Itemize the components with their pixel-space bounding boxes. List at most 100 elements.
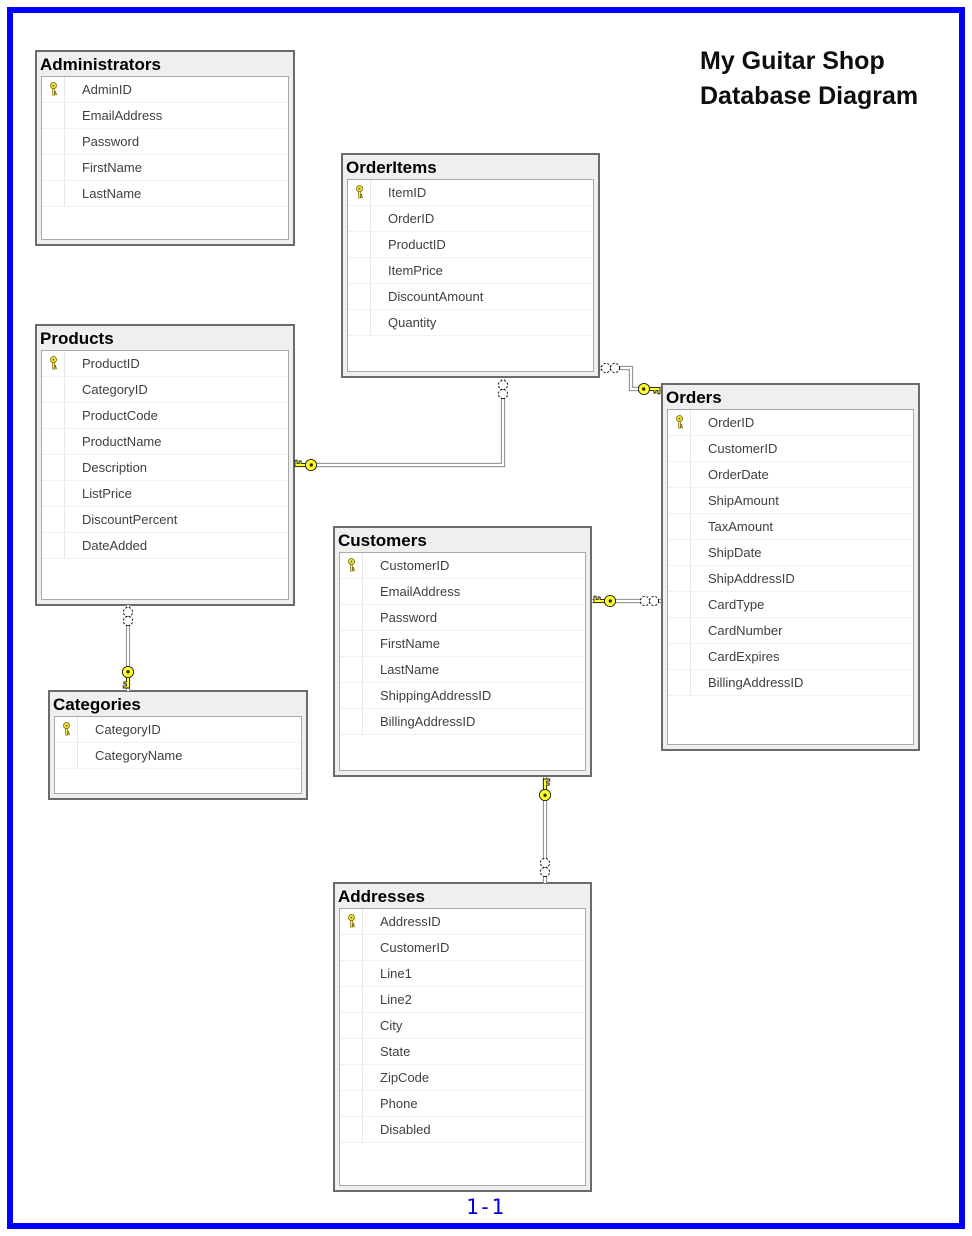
key-cell <box>668 644 691 669</box>
column-name: ShipAmount <box>708 493 779 508</box>
column-name: Quantity <box>388 315 437 330</box>
column-name: EmailAddress <box>380 584 461 599</box>
table-row: ProductID <box>42 351 288 377</box>
key-cell <box>42 129 65 154</box>
column-name: ShipAddressID <box>708 571 795 586</box>
table-title: Products <box>40 329 114 348</box>
table-row: ProductCode <box>42 403 288 429</box>
table-row: AddressID <box>340 909 585 935</box>
key-one-end-icon <box>637 382 661 396</box>
key-cell <box>668 514 691 539</box>
key-cell <box>42 351 65 376</box>
column-name: Disabled <box>380 1122 431 1137</box>
column-name: OrderID <box>388 211 435 226</box>
column-name: ProductName <box>82 434 162 449</box>
column-name: CustomerID <box>380 940 450 955</box>
table-row: Password <box>340 605 585 631</box>
relationship-customers-orders <box>592 594 661 608</box>
table-row: ProductName <box>42 429 288 455</box>
key-cell <box>348 180 371 205</box>
column-name: CardExpires <box>708 649 780 664</box>
table-row: CardType <box>668 592 913 618</box>
column-name: ShipDate <box>708 545 762 560</box>
table-row: LastName <box>42 181 288 207</box>
table-row: State <box>340 1039 585 1065</box>
column-name: ProductCode <box>82 408 158 423</box>
key-cell <box>340 631 363 656</box>
key-cell <box>55 743 78 768</box>
key-cell <box>340 961 363 986</box>
many-end-icon <box>600 362 621 374</box>
table-row: BillingAddressID <box>668 670 913 696</box>
key-cell <box>340 683 363 708</box>
key-cell <box>340 935 363 960</box>
key-cell <box>340 1013 363 1038</box>
table-categories: Categories CategoryID CategoryName <box>48 690 308 800</box>
table-row: Description <box>42 455 288 481</box>
table-row: FirstName <box>340 631 585 657</box>
column-name: Line2 <box>380 992 412 1007</box>
key-cell <box>340 1117 363 1142</box>
key-one-end-icon <box>121 665 135 689</box>
column-name: OrderID <box>708 415 755 430</box>
column-name: CategoryID <box>82 382 148 397</box>
column-name: ProductID <box>82 356 140 371</box>
column-name: DateAdded <box>82 538 148 553</box>
table-row: ShipAmount <box>668 488 913 514</box>
column-name: CategoryID <box>95 722 161 737</box>
table-row: CategoryID <box>42 377 288 403</box>
key-cell <box>668 592 691 617</box>
column-name: CustomerID <box>708 441 778 456</box>
relationship-categories-products <box>121 605 135 691</box>
relationship-customers-addresses <box>538 777 552 883</box>
column-name: Password <box>82 134 140 149</box>
table-row: TaxAmount <box>668 514 913 540</box>
diagram-title: My Guitar Shop Database Diagram <box>700 44 940 114</box>
key-cell <box>668 436 691 461</box>
key-cell <box>42 429 65 454</box>
table-row: ShipAddressID <box>668 566 913 592</box>
table-row: AdminID <box>42 77 288 103</box>
column-name: FirstName <box>82 160 142 175</box>
key-cell <box>42 181 65 206</box>
key-cell <box>42 103 65 128</box>
primary-key-icon <box>347 558 355 572</box>
primary-key-icon <box>355 185 363 199</box>
table-row: ZipCode <box>340 1065 585 1091</box>
column-name: ListPrice <box>82 486 132 501</box>
column-name: LastName <box>82 186 142 201</box>
table-title: Customers <box>338 531 427 550</box>
table-row: EmailAddress <box>340 579 585 605</box>
key-cell <box>348 206 371 231</box>
key-cell <box>668 410 691 435</box>
key-cell <box>42 507 65 532</box>
key-one-end-icon <box>538 778 552 802</box>
key-cell <box>55 717 78 742</box>
key-cell <box>340 1065 363 1090</box>
key-cell <box>42 455 65 480</box>
table-row: ShippingAddressID <box>340 683 585 709</box>
column-name: Password <box>380 610 438 625</box>
column-name: City <box>380 1018 403 1033</box>
page-number: 1-1 <box>466 1195 504 1219</box>
table-row: OrderID <box>348 206 593 232</box>
key-one-end-icon <box>294 458 318 472</box>
table-row: City <box>340 1013 585 1039</box>
column-name: Description <box>82 460 148 475</box>
table-row: CategoryName <box>55 743 301 769</box>
key-cell <box>340 709 363 734</box>
primary-key-icon <box>347 914 355 928</box>
table-row: CardExpires <box>668 644 913 670</box>
key-cell <box>340 579 363 604</box>
table-row: Quantity <box>348 310 593 336</box>
table-title: Categories <box>53 695 141 714</box>
key-cell <box>340 605 363 630</box>
